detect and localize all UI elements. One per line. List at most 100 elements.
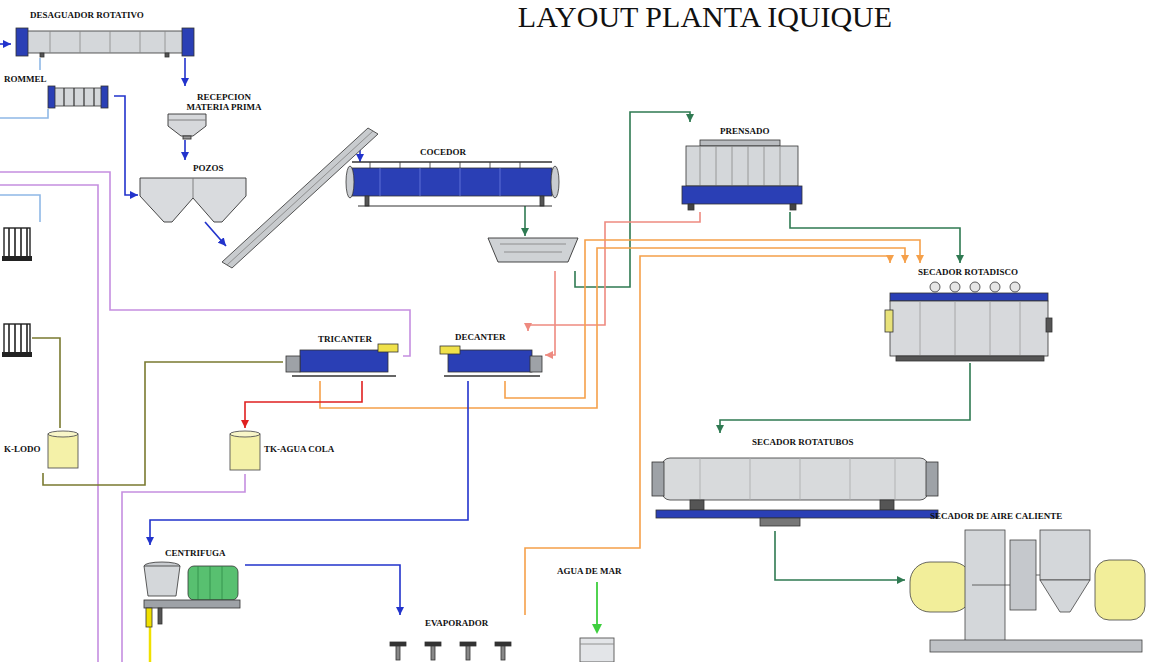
reception-hopper-drawing bbox=[168, 114, 206, 136]
equipment-node: SECADOR DE AIRE CALIENTE bbox=[905, 507, 1150, 657]
equipment-label: CENTRIFUGA bbox=[165, 548, 226, 558]
trommel-drawing bbox=[54, 88, 102, 106]
evaporator-drawing bbox=[425, 642, 441, 646]
decanter-drawing bbox=[530, 356, 542, 372]
tube-dryer-drawing bbox=[662, 458, 928, 500]
seawater-tank-drawing bbox=[580, 638, 614, 662]
screen-fragment bbox=[4, 228, 30, 258]
hot-air-dryer-drawing bbox=[1040, 580, 1090, 612]
centrifuge-drawing bbox=[158, 608, 162, 624]
layout-pipe bbox=[0, 44, 602, 662]
decanter-drawing bbox=[440, 346, 542, 376]
decanter-drawing bbox=[440, 346, 460, 354]
reception-hopper-drawing bbox=[168, 120, 206, 121]
hot-air-dryer-drawing bbox=[1040, 530, 1090, 580]
screen-fragment bbox=[4, 324, 30, 354]
tricanter-drawing bbox=[300, 350, 388, 372]
equipment-node: EVAPORADOR bbox=[383, 615, 538, 660]
evaporator-drawing bbox=[390, 642, 406, 646]
equipment-node: RECEPCION MATERIA PRIMA bbox=[165, 86, 268, 140]
hot-air-dryer-drawing bbox=[910, 562, 972, 612]
equipment-label: SECADOR DE AIRE CALIENTE bbox=[930, 511, 1062, 521]
equipment-node: POZOS bbox=[138, 160, 248, 230]
equipment-label: DECANTER bbox=[455, 332, 506, 342]
equipment-node: DESAGUADOR ROTATIVO bbox=[12, 8, 202, 58]
equipment-node: TK-AGUA COLA bbox=[228, 428, 348, 474]
disc-dryer-drawing bbox=[1010, 282, 1020, 292]
rotary-dewaterer-drawing bbox=[50, 31, 165, 53]
disc-dryer-drawing bbox=[890, 301, 1048, 356]
disc-dryer-drawing bbox=[920, 301, 1020, 356]
cooker-drawing bbox=[365, 196, 369, 206]
layout-pipe bbox=[122, 474, 245, 662]
rotary-dewaterer-drawing bbox=[40, 53, 44, 57]
press-drawing bbox=[688, 204, 694, 210]
pipe-connector bbox=[528, 212, 700, 331]
evaporator-drawing bbox=[466, 646, 470, 660]
disc-dryer-drawing bbox=[885, 310, 893, 332]
layout-pipe bbox=[0, 109, 48, 118]
decanter-drawing bbox=[448, 350, 532, 372]
equipment-node: COCEDOR bbox=[345, 143, 580, 271]
pipe-connector bbox=[184, 140, 186, 160]
inclined-conveyor-drawing bbox=[222, 128, 378, 268]
pipe-connector bbox=[320, 248, 905, 408]
trommel-drawing bbox=[101, 86, 108, 108]
equipment-label: TRICANTER bbox=[318, 334, 372, 344]
reception-hopper-drawing bbox=[168, 114, 206, 139]
screw-conveyor-drawing bbox=[488, 238, 578, 262]
diagram-title: LAYOUT PLANTA IQUIQUE bbox=[500, 0, 910, 33]
screen-fragment bbox=[2, 352, 32, 357]
hot-air-dryer-drawing bbox=[930, 640, 1142, 652]
rotary-dewaterer-drawing bbox=[165, 53, 169, 57]
layout-pipe bbox=[205, 222, 226, 246]
rotary-dewaterer-drawing bbox=[16, 28, 194, 57]
pit-drawing bbox=[140, 178, 246, 222]
screen-fragment bbox=[2, 256, 32, 261]
disc-dryer-drawing bbox=[1046, 318, 1052, 332]
equipment-node: SECADOR ROTADISCO bbox=[883, 263, 1053, 363]
hot-air-dryer-drawing bbox=[910, 530, 1145, 652]
disc-dryer-drawing bbox=[930, 282, 940, 292]
evaporator-drawing bbox=[390, 642, 511, 660]
press-drawing bbox=[790, 204, 796, 210]
press-drawing bbox=[682, 186, 802, 204]
pipe-connector bbox=[545, 271, 555, 355]
equipment-label: TK-AGUA COLA bbox=[264, 444, 334, 454]
pipe-connector bbox=[505, 240, 920, 398]
screen-fragment bbox=[9, 324, 27, 354]
seawater-tank-drawing bbox=[580, 644, 614, 645]
tube-dryer-drawing bbox=[656, 510, 938, 518]
disc-dryer-drawing bbox=[890, 293, 1048, 301]
trommel-drawing bbox=[48, 86, 108, 108]
centrifuge-drawing bbox=[144, 562, 240, 627]
tube-dryer-drawing bbox=[690, 500, 704, 510]
cooker-drawing bbox=[551, 166, 559, 198]
pipe-connector bbox=[184, 58, 186, 86]
pit-drawing bbox=[140, 178, 246, 222]
screen-fragment bbox=[2, 228, 32, 261]
pipe-connector bbox=[39, 58, 41, 70]
rotary-dewaterer-drawing bbox=[24, 31, 184, 53]
disc-dryer-drawing bbox=[885, 282, 1052, 361]
cooker-drawing bbox=[346, 162, 559, 206]
hot-air-dryer-drawing bbox=[965, 530, 1005, 645]
screen-fragment bbox=[2, 324, 32, 357]
stickwater-tank-drawing bbox=[230, 434, 260, 470]
layout-pipe bbox=[0, 185, 98, 662]
tube-dryer-drawing bbox=[926, 462, 938, 496]
equipment-label: RECEPCION MATERIA PRIMA bbox=[183, 92, 265, 113]
stickwater-tank-drawing bbox=[230, 431, 260, 470]
hot-air-dryer-drawing bbox=[1095, 560, 1145, 620]
evaporator-drawing bbox=[495, 642, 511, 646]
disc-dryer-drawing bbox=[896, 356, 1044, 361]
pipe-connector bbox=[150, 381, 468, 545]
layout-pipe bbox=[0, 195, 40, 222]
trommel-drawing bbox=[64, 88, 94, 106]
tube-dryer-drawing bbox=[760, 518, 800, 526]
pipe-connector bbox=[114, 96, 138, 195]
pit-drawing bbox=[193, 178, 194, 198]
reception-hopper-drawing bbox=[183, 136, 191, 139]
